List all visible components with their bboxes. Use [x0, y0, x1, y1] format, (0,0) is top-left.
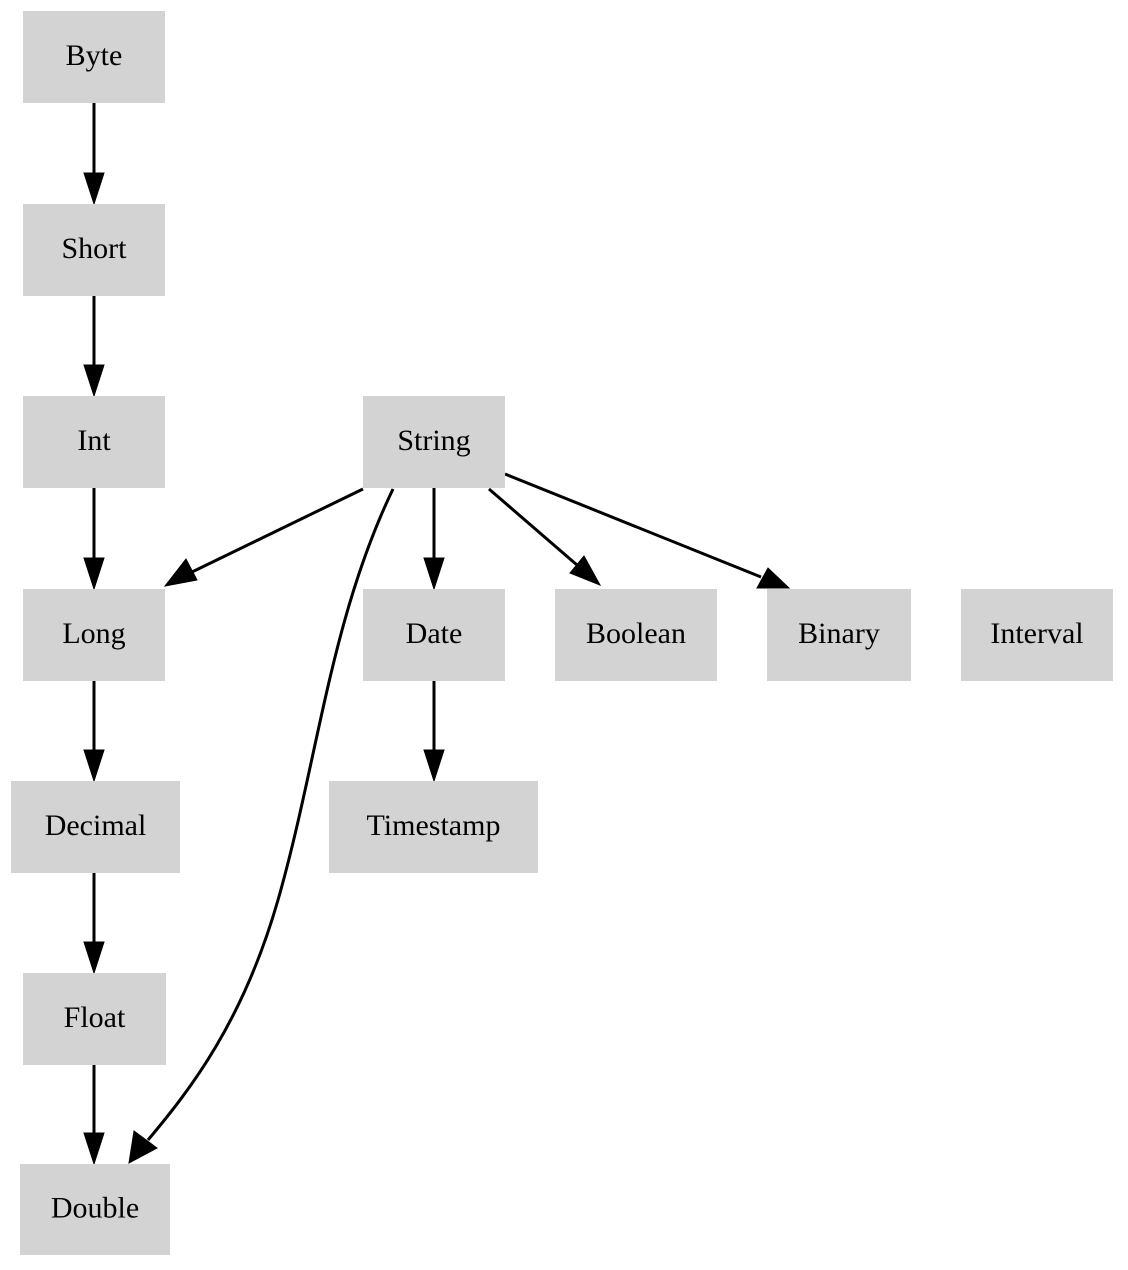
node-label: Binary	[798, 617, 880, 650]
node-rect[interactable]	[767, 589, 911, 681]
arrowhead-icon	[83, 557, 105, 591]
node-rect[interactable]	[363, 589, 505, 681]
edge-line	[191, 487, 364, 574]
node-label: Int	[77, 424, 111, 457]
node-label: String	[397, 424, 470, 457]
node-label: Date	[406, 617, 463, 650]
arrowhead-icon	[423, 749, 445, 783]
node-rect[interactable]	[23, 204, 165, 296]
arrowhead-icon	[756, 567, 791, 589]
arrowhead-icon	[83, 364, 105, 398]
edge-date-timestamp	[423, 681, 445, 783]
node-rect[interactable]	[23, 589, 165, 681]
node-string[interactable]: String	[363, 396, 505, 488]
edge-float-double	[83, 1065, 105, 1166]
edge-long-decimal	[83, 681, 105, 783]
edge-string-date	[423, 488, 445, 591]
node-short[interactable]: Short	[23, 204, 165, 296]
node-rect[interactable]	[363, 396, 505, 488]
arrowhead-icon	[83, 941, 105, 975]
edge-line	[504, 472, 762, 579]
node-interval[interactable]: Interval	[961, 589, 1113, 681]
edge-string-double	[128, 488, 395, 1164]
node-rect[interactable]	[11, 781, 180, 873]
edge-string-boolean	[488, 487, 602, 586]
arrowhead-icon	[83, 172, 105, 206]
arrowhead-icon	[83, 749, 105, 783]
arrowhead-icon	[128, 1130, 158, 1164]
edges-layer	[83, 103, 791, 1166]
node-label: Boolean	[586, 617, 686, 650]
node-binary[interactable]: Binary	[767, 589, 911, 681]
node-label: Long	[62, 617, 125, 650]
node-label: Byte	[66, 39, 123, 72]
node-int[interactable]: Int	[23, 396, 165, 488]
node-rect[interactable]	[20, 1164, 170, 1255]
edge-byte-short	[83, 103, 105, 206]
arrowhead-icon	[163, 558, 198, 587]
node-timestamp[interactable]: Timestamp	[329, 781, 538, 873]
edge-short-int	[83, 296, 105, 398]
node-rect[interactable]	[23, 11, 165, 103]
arrowhead-icon	[569, 555, 602, 586]
node-label: Float	[64, 1001, 126, 1034]
node-label: Interval	[990, 617, 1083, 650]
node-date[interactable]: Date	[363, 589, 505, 681]
node-float[interactable]: Float	[23, 973, 166, 1065]
node-rect[interactable]	[23, 396, 165, 488]
node-label: Short	[61, 232, 127, 265]
node-long[interactable]: Long	[23, 589, 165, 681]
edge-int-long	[83, 488, 105, 591]
node-label: Timestamp	[367, 809, 501, 842]
edge-decimal-float	[83, 873, 105, 975]
edge-string-long	[163, 487, 364, 587]
node-rect[interactable]	[23, 973, 166, 1065]
node-double[interactable]: Double	[20, 1164, 170, 1255]
edge-line	[146, 488, 395, 1141]
arrowhead-icon	[83, 1132, 105, 1166]
node-byte[interactable]: Byte	[23, 11, 165, 103]
edge-line	[488, 487, 578, 567]
node-rect[interactable]	[961, 589, 1113, 681]
node-label: Double	[51, 1191, 139, 1224]
node-rect[interactable]	[555, 589, 717, 681]
node-rect[interactable]	[329, 781, 538, 873]
edge-string-binary	[504, 472, 791, 589]
arrowhead-icon	[423, 557, 445, 591]
node-decimal[interactable]: Decimal	[11, 781, 180, 873]
node-label: Decimal	[45, 809, 147, 842]
node-boolean[interactable]: Boolean	[555, 589, 717, 681]
